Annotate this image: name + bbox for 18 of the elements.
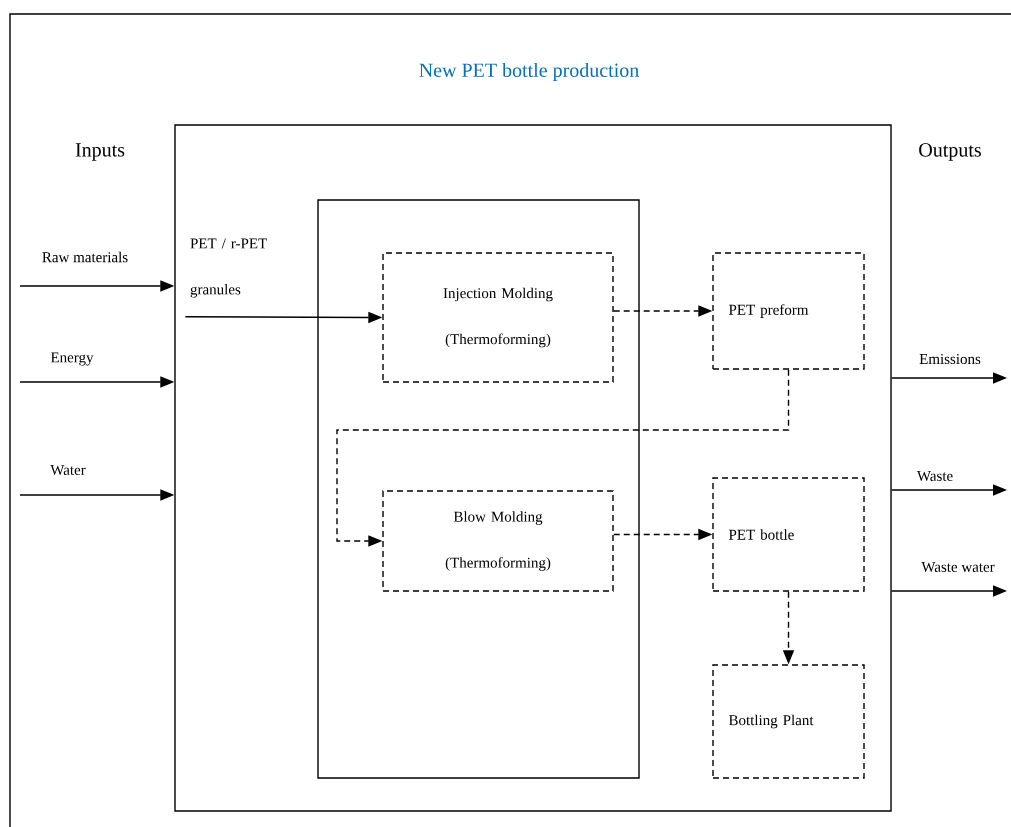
edge-label: Energy [49, 351, 95, 367]
title: New PET bottle production [419, 62, 639, 82]
section-heading: Inputs [75, 143, 125, 161]
process-frame [174, 124, 892, 812]
edge-label: Waste [915, 470, 955, 483]
stage-box [317, 199, 640, 779]
process-box: PET preform [712, 252, 865, 370]
process-box: Injection Molding (Thermoforming) [382, 252, 614, 383]
process-box: Blow Molding (Thermoforming) [382, 490, 614, 592]
edge-label: Waste water [920, 561, 996, 574]
input-text: PET / r-PET granules [190, 238, 267, 298]
edge-label: Water [49, 464, 87, 477]
process-box: Bottling Plant [712, 664, 865, 779]
process-box: PET bottle [712, 477, 865, 592]
arrow [336, 369, 790, 547]
section-heading: Outputs [919, 143, 981, 161]
edge-label: Emissions [918, 352, 982, 366]
edge-label: Raw materials [40, 250, 130, 264]
